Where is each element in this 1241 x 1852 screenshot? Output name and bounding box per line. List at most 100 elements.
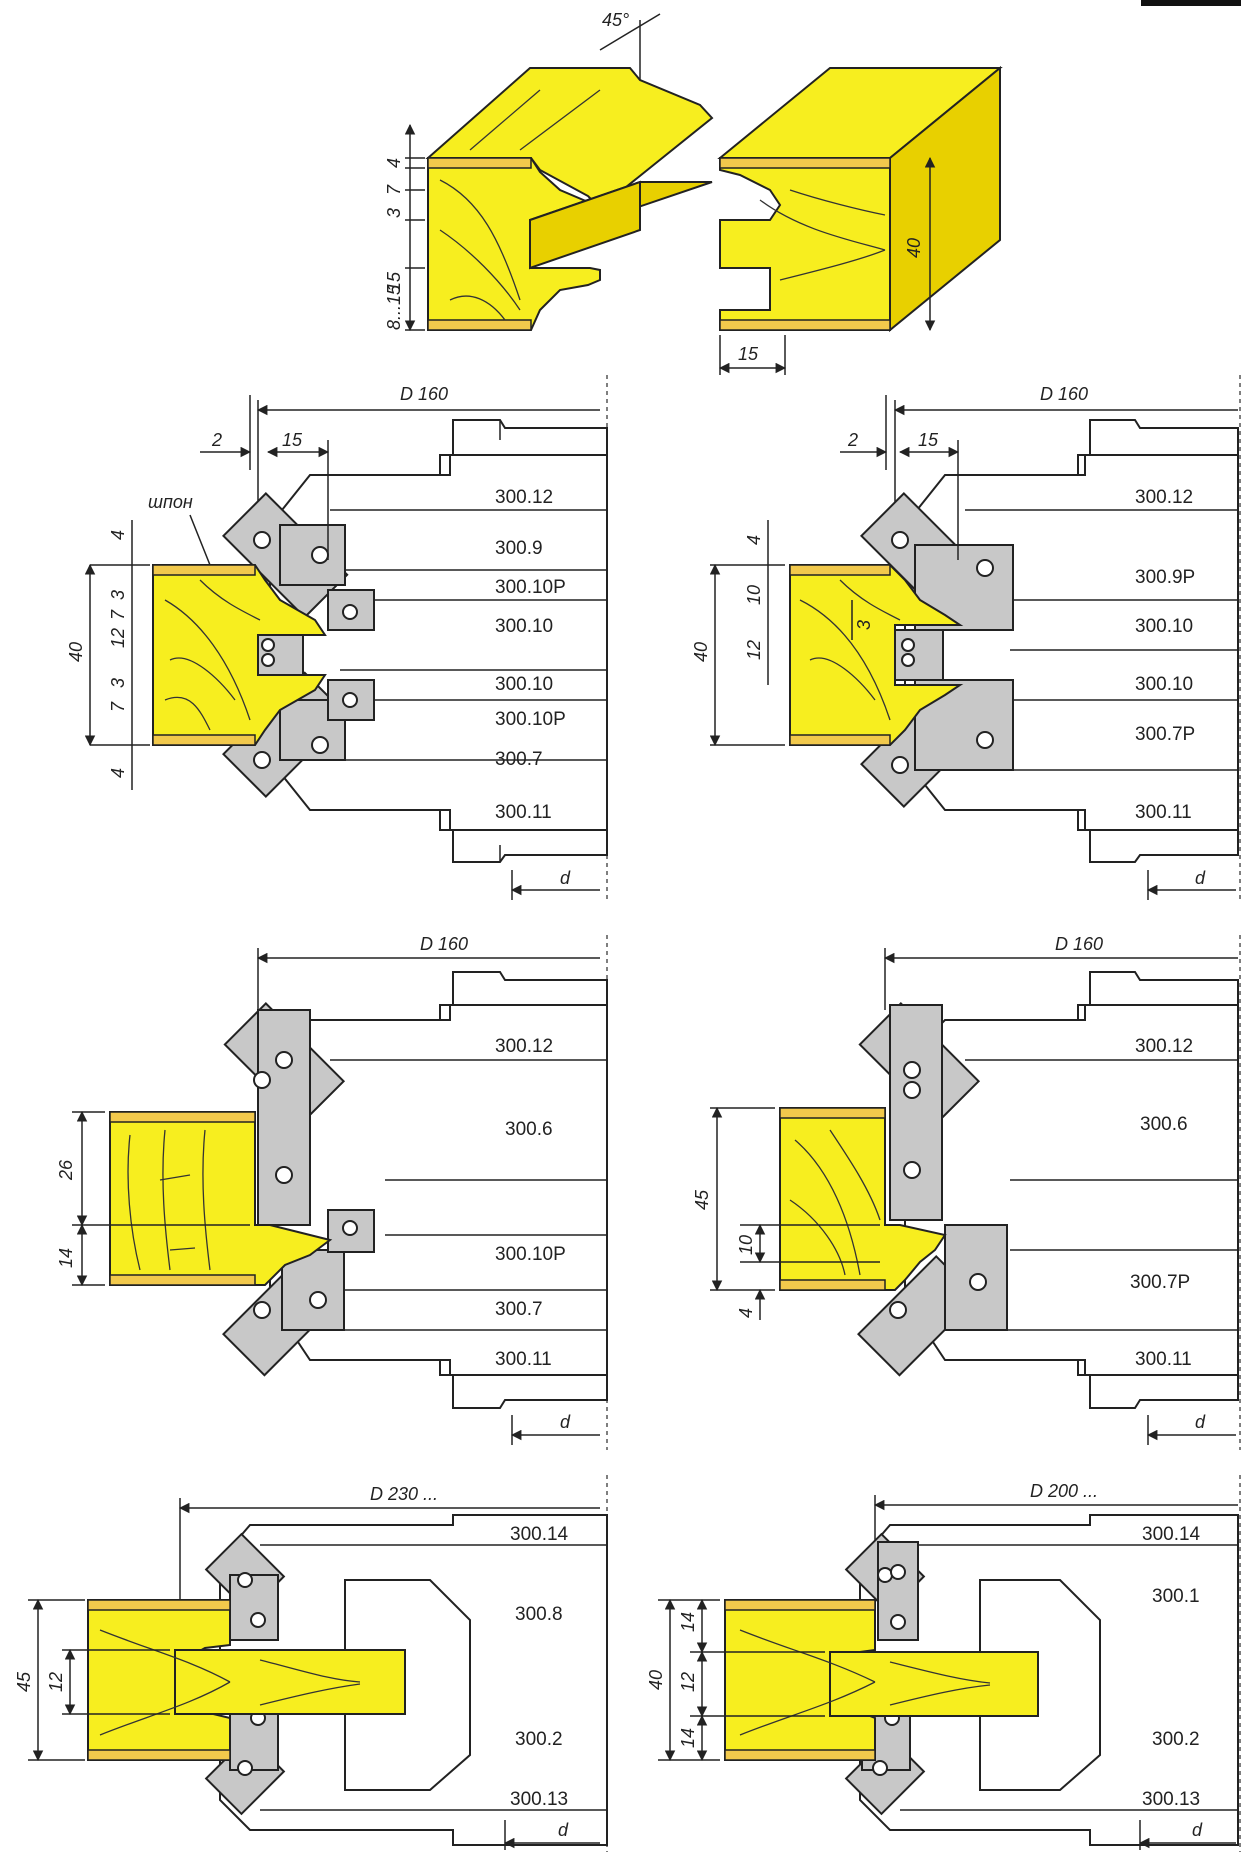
top-figure: 4 7 3 15 8...15 40 15 45° [384, 10, 1003, 375]
p6-knife-upper [877, 1541, 919, 1641]
top-dim-8-15: 8...15 [384, 284, 404, 330]
p5-d-label: D 230 ... [370, 1484, 438, 1504]
p2-part-6: 300.11 [1135, 802, 1192, 823]
p6-part-1: 300.14 [1142, 1524, 1201, 1545]
p4-part-3: 300.7P [1130, 1272, 1190, 1293]
top-dim-40: 40 [904, 238, 924, 258]
top-angle-label: 45° [602, 10, 629, 30]
p5-part-4: 300.13 [510, 1789, 568, 1810]
p4-shaft-d: d [1195, 1412, 1206, 1432]
p5-tenon [174, 1649, 406, 1715]
p4-d-label: D 160 [1055, 934, 1103, 954]
p3-shaft-d: d [560, 1412, 571, 1432]
svg-text:3: 3 [108, 590, 128, 600]
panel-1: D 160 40 [66, 375, 608, 900]
p1-dim-15: 15 [282, 430, 303, 450]
p2-workpiece [789, 564, 964, 746]
p2-dim-15: 15 [918, 430, 939, 450]
p1-part-4: 300.10 [495, 616, 553, 637]
p6-tenon [829, 1651, 1039, 1717]
p2-part-3: 300.10 [1135, 616, 1193, 637]
p3-d-label: D 160 [420, 934, 468, 954]
panel-6: D 200 ... 40 14 12 14 300.14 300.1 30 [646, 1475, 1241, 1852]
p2-part-4: 300.10 [1135, 674, 1193, 695]
p5-part-2: 300.8 [515, 1604, 563, 1625]
p3-dim-26: 26 [56, 1159, 76, 1181]
p5-knife-upper [229, 1574, 279, 1641]
p4-part-1: 300.12 [1135, 1036, 1193, 1057]
svg-text:3: 3 [108, 678, 128, 688]
p2-height: 40 [691, 642, 711, 662]
p6-dim-40: 40 [646, 1670, 666, 1690]
panel-3: D 160 26 14 300.12 300.6 300.10P [56, 934, 608, 1450]
svg-text:12: 12 [108, 628, 128, 648]
top-dim-15: 15 [384, 271, 404, 292]
panel-4: D 160 45 10 4 300.12 300.6 300.7P 300.11 [692, 934, 1241, 1450]
svg-text:4: 4 [108, 768, 128, 778]
corner-mark [1141, 0, 1241, 6]
svg-text:7: 7 [108, 609, 128, 620]
p1-workpiece [152, 564, 327, 746]
p5-part-3: 300.2 [515, 1729, 563, 1750]
svg-text:7: 7 [108, 701, 128, 712]
top-dim-bottom-15: 15 [738, 344, 759, 364]
p3-knife-vertical [257, 1009, 311, 1226]
p1-part-1: 300.12 [495, 487, 553, 508]
p6-d-label: D 200 ... [1030, 1481, 1098, 1501]
p2-part-1: 300.12 [1135, 487, 1193, 508]
svg-text:10: 10 [744, 585, 764, 605]
svg-text:3: 3 [854, 620, 874, 630]
svg-text:4: 4 [744, 535, 764, 545]
p1-height: 40 [66, 642, 86, 662]
left-veneer-top [427, 157, 532, 169]
svg-text:12: 12 [744, 640, 764, 660]
top-dim-7: 7 [384, 184, 404, 195]
p5-dim-12: 12 [46, 1672, 66, 1692]
p4-dim-4: 4 [736, 1308, 756, 1318]
p1-part-5: 300.10 [495, 674, 553, 695]
p3-part-5: 300.11 [495, 1349, 552, 1370]
right-veneer-bottom [719, 319, 891, 331]
p3-part-3: 300.10P [495, 1244, 566, 1265]
p1-d-label: D 160 [400, 384, 448, 404]
p3-part-1: 300.12 [495, 1036, 553, 1057]
p5-dim-45: 45 [14, 1671, 34, 1692]
left-tongue [529, 180, 641, 270]
p2-shaft-d: d [1195, 868, 1206, 888]
left-veneer-bottom [427, 319, 532, 331]
p1-part-3: 300.10P [495, 577, 566, 598]
p2-part-2: 300.9P [1135, 567, 1195, 588]
p5-part-1: 300.14 [510, 1524, 569, 1545]
p3-part-4: 300.7 [495, 1299, 543, 1320]
p4-part-2: 300.6 [1140, 1114, 1188, 1135]
p6-part-4: 300.13 [1142, 1789, 1200, 1810]
p4-dim-45: 45 [692, 1189, 712, 1210]
p1-part-6: 300.10P [495, 709, 566, 730]
p1-veneer-label: шпон [148, 492, 193, 512]
p2-part-5: 300.7P [1135, 724, 1195, 745]
p2-dim-2: 2 [847, 430, 858, 450]
top-dim-4: 4 [384, 158, 404, 168]
p6-dim-14-top: 14 [678, 1612, 698, 1632]
p3-dim-14: 14 [56, 1248, 76, 1268]
p1-dim-2: 2 [211, 430, 222, 450]
top-dim-3: 3 [384, 208, 404, 218]
panel-2: D 160 40 4 10 12 3 2 1 [691, 375, 1241, 900]
p3-part-2: 300.6 [505, 1119, 553, 1140]
p6-dim-12: 12 [678, 1672, 698, 1692]
p6-part-3: 300.2 [1152, 1729, 1200, 1750]
p1-part-8: 300.11 [495, 802, 552, 823]
p6-part-2: 300.1 [1152, 1586, 1200, 1607]
p5-shaft-d: d [558, 1820, 569, 1840]
p1-part-2: 300.9 [495, 538, 543, 559]
svg-text:4: 4 [108, 530, 128, 540]
p4-part-4: 300.11 [1135, 1349, 1192, 1370]
p1-part-7: 300.7 [495, 749, 543, 770]
p6-dim-14-bottom: 14 [678, 1728, 698, 1748]
right-veneer-top [719, 157, 891, 169]
panel-5: D 230 ... 45 12 300.14 300.8 300.2 300.1… [14, 1475, 608, 1852]
p4-dim-10: 10 [736, 1235, 756, 1255]
p2-d-label: D 160 [1040, 384, 1088, 404]
p4-knife-vertical [889, 1004, 943, 1221]
